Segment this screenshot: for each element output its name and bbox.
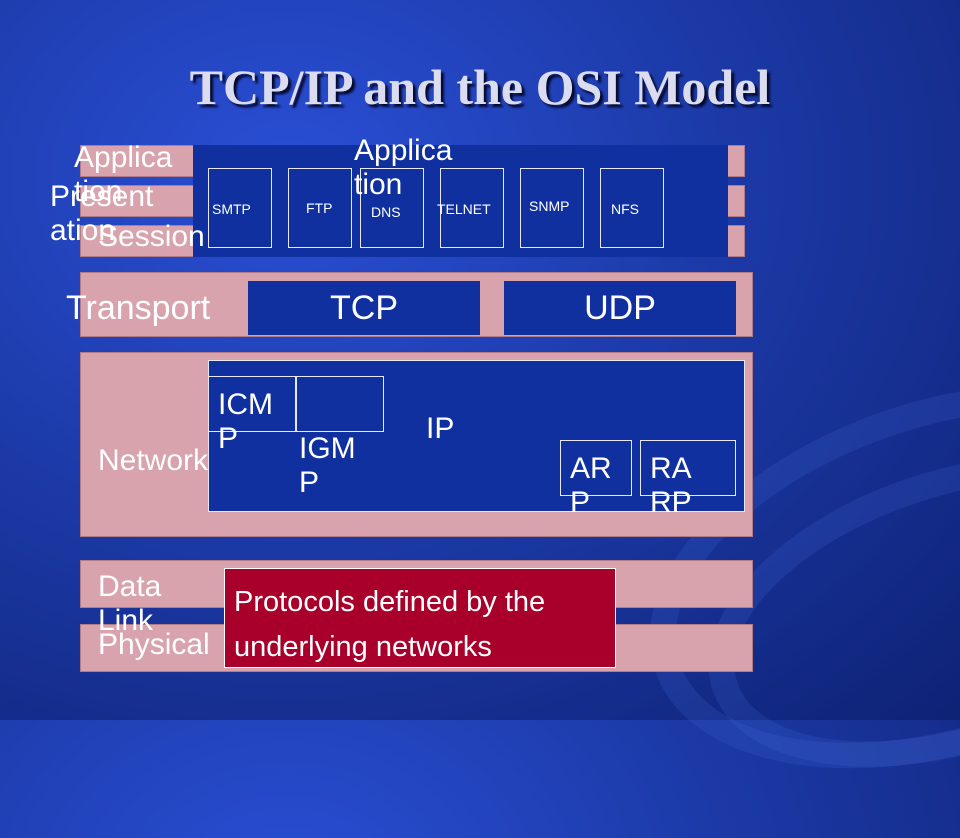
underlying-networks-note: Protocols defined by the underlying netw… <box>234 586 546 663</box>
underlying-networks-box <box>224 568 616 668</box>
layer-label-presentation: Present ation <box>50 180 154 247</box>
protocol-label-ftp: FTP <box>306 200 333 216</box>
tcp-box <box>248 281 480 335</box>
igmp-box <box>296 376 384 432</box>
protocol-box-smtp <box>208 168 272 248</box>
protocol-label-dns: DNS <box>371 204 401 220</box>
layer-label-transport: Transport <box>66 289 211 327</box>
protocol-label-snmp: SNMP <box>529 198 570 214</box>
protocol-box-dns <box>360 168 424 248</box>
protocol-box-snmp <box>520 168 584 248</box>
protocol-label-telnet: TELNET <box>437 201 491 217</box>
protocol-box-nfs <box>600 168 664 248</box>
icmp-label: ICMP <box>218 388 273 455</box>
icmp-box <box>208 376 296 432</box>
rarp-box <box>640 440 736 496</box>
protocol-label-smtp: SMTP <box>212 201 251 217</box>
rarp-label: RARP <box>650 452 692 519</box>
protocol-label-nfs: NFS <box>611 201 639 217</box>
layer-label-physical: Physical <box>98 628 210 661</box>
tcp-label: TCP <box>330 289 398 327</box>
udp-label: UDP <box>584 289 656 327</box>
igmp-label: IGMP <box>299 432 356 499</box>
udp-box <box>504 281 736 335</box>
slide-title: TCP/IP and the OSI Model <box>189 59 771 115</box>
protocol-box-ftp <box>288 168 352 248</box>
arp-label: ARP <box>570 452 612 519</box>
layer-label-session: Session <box>98 220 205 253</box>
protocol-box-telnet <box>440 168 504 248</box>
layer-label-application: Applica tion <box>74 141 173 208</box>
layer-label-network: Network <box>98 444 209 477</box>
arp-box <box>560 440 632 496</box>
layer-label-datalink: Data Link <box>98 570 162 637</box>
ip-label: IP <box>426 412 455 445</box>
app-group-label: Applica tion <box>354 134 453 201</box>
